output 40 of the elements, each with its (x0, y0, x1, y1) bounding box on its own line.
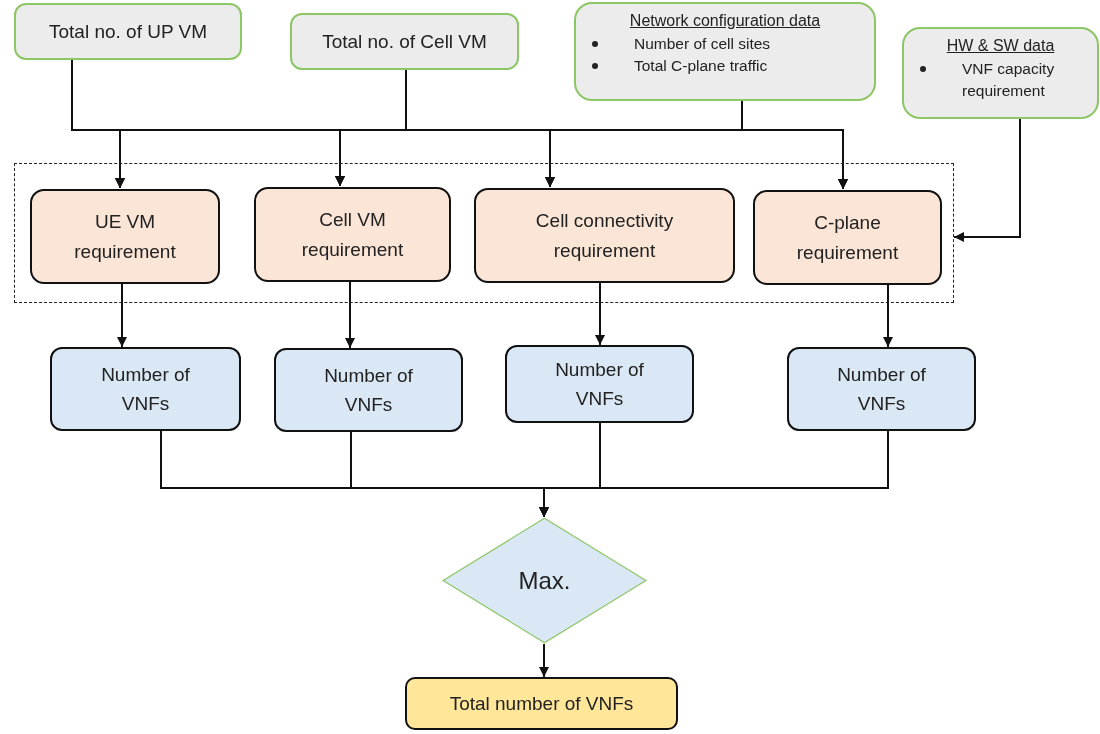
data-box (902, 27, 1099, 119)
requirement-box (474, 188, 735, 283)
arrow (953, 118, 1021, 242)
box-label: Number of VNFs (323, 363, 414, 417)
arrow (117, 282, 127, 348)
box-label: Number of VNFs (554, 357, 645, 411)
count-box (787, 347, 976, 431)
result-box (405, 677, 678, 730)
box-label: UE VM requirement (73, 210, 177, 264)
arrow (883, 283, 893, 348)
arrow (539, 430, 889, 518)
section-heading: Network configuration data (629, 12, 821, 30)
requirement-box (254, 187, 451, 282)
requirement-box (753, 190, 942, 285)
data-box (574, 2, 876, 101)
arrow (595, 281, 605, 346)
bullet-item: Total C-plane traffic (634, 55, 768, 76)
input-box (14, 3, 242, 60)
arrow (345, 280, 355, 349)
count-box (505, 345, 694, 423)
box-label: Cell connectivity requirement (534, 209, 675, 263)
box-label: Number of VNFs (836, 362, 927, 416)
section-heading: HW & SW data (946, 37, 1055, 55)
box-label: Total no. of UP VM (47, 19, 209, 44)
bullet-item: VNF capacity requirement (962, 59, 1056, 101)
box-label: Cell VM requirement (300, 208, 405, 262)
box-label: Number of VNFs (100, 362, 191, 416)
decision-diamond (441, 517, 648, 644)
input-box (290, 13, 519, 70)
arrow (741, 100, 848, 190)
arrow (539, 643, 549, 678)
box-label: Total no. of Cell VM (321, 29, 488, 54)
requirement-box (30, 189, 220, 284)
box-label: C-plane requirement (795, 211, 900, 265)
box-label: Total number of VNFs (448, 691, 635, 716)
group-frame (14, 163, 954, 303)
bullet-item: Number of cell sites (634, 34, 771, 54)
box-label: Max. (517, 565, 572, 596)
count-box (274, 348, 463, 432)
count-box (50, 347, 241, 431)
